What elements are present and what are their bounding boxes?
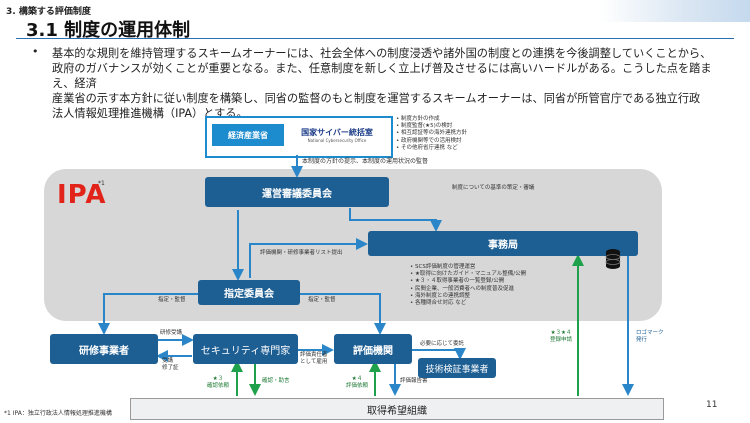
arrow-designate-evaluator [300, 293, 386, 335]
ministry-task: 相互認証等の海外連携方針 [396, 130, 467, 137]
ministry-task: 制度監督(★5)の検討 [396, 123, 467, 130]
section-label: 3. 構築する評価制度 [6, 7, 91, 17]
applicant-bar: 取得希望組織 [130, 398, 664, 420]
council-note: 制度についての基準の策定・審議 [452, 185, 535, 191]
list-submit-label: 評価機関・研修事業者リスト提出 [260, 250, 343, 256]
bullet-line: 産業省の示す本方針に従い制度を構築し、同省の監督のもと制度を運営するスキームオー… [52, 92, 701, 105]
verifier-label: 技術検証事業者 [425, 364, 489, 375]
register-request-label: ★３★４ 登録申請 [550, 330, 573, 343]
designation-node: 指定委員会 [198, 280, 300, 305]
designation-label: 指定委員会 [224, 289, 274, 300]
bullet-line: 政府のガバナンスが効くことが重要となる。また、任意制度を新しく立上げ普及させるに… [52, 62, 712, 90]
bullet-icon: • [32, 45, 39, 58]
secretariat-task: ★取得に向けたガイド・マニュアル整備/公開 [410, 271, 526, 278]
eval-report-label: 評価報告書 [400, 378, 428, 384]
verifier-node: 技術検証事業者 [418, 358, 496, 378]
eval-resp-label: 評価責任者 として雇用 [300, 352, 328, 365]
secretariat-task: ★３・４取得事業者の一覧登録/公開 [410, 278, 526, 285]
arrow-council-to-secretariat [349, 208, 442, 232]
eval-request-label: ★４ 評価依頼 [346, 376, 369, 389]
secretariat-task: 民間企業、一般消費者への制度普及促進 [410, 286, 526, 293]
meti-logo: 経済産業省 [212, 124, 284, 146]
evaluator-label: 評価機関 [353, 345, 393, 357]
training-done-label: 受講 修了証 [162, 358, 179, 371]
secretariat-task: 海外制度との連携調整 [410, 293, 526, 300]
logo-issue-label: ロゴマーク 発行 [636, 330, 664, 343]
ministry-task-list: 制度方針の作成 制度監督(★5)の検討 相互認証等の海外連携方針 政府機関等での… [396, 116, 467, 152]
bullet-line: 法人情報処理推進機構（IPA）とする。 [52, 107, 248, 120]
nisc-label: 国家サイバー統括室 [301, 128, 373, 137]
nisc-sub-label: National Cybersecurity Office [307, 138, 367, 143]
title-divider [16, 38, 734, 39]
secretariat-task-list: SCS評価制度の管理運営 ★取得に向けたガイド・マニュアル整備/公開 ★３・４取… [410, 264, 526, 307]
ipa-logo: IPA [57, 180, 107, 210]
council-label: 運営審議委員会 [262, 188, 332, 200]
training-node: 研修事業者 [50, 334, 158, 364]
bullet-line: 基本的な規則を維持管理するスキームオーナーには、社会全体への制度浸透や諸外国の制… [52, 47, 712, 60]
bullet-paragraph: 基本的な規則を維持管理するスキームオーナーには、社会全体への制度浸透や諸外国の制… [52, 46, 712, 121]
on-demand-label: 必要に応じて委託 [420, 341, 465, 347]
secretariat-task: SCS評価制度の管理運営 [410, 264, 526, 271]
secretariat-node: 事務局 [368, 231, 638, 256]
arrow-list-submit [249, 238, 368, 278]
nisc-logo: 国家サイバー統括室 National Cybersecurity Office [292, 124, 382, 146]
arrow-on-demand [412, 348, 466, 360]
training-label: 研修事業者 [79, 345, 129, 357]
specialist-node: セキュリティ専門家 [193, 334, 298, 364]
meti-label: 経済産業省 [228, 130, 268, 140]
database-icon [605, 248, 621, 270]
ministry-task: 政府機関等での活用検討 [396, 138, 467, 145]
specialist-label: セキュリティ専門家 [200, 345, 291, 357]
training-attend-label: 研修受講 [160, 330, 183, 336]
council-node: 運営審議委員会 [205, 177, 389, 207]
designate-left-label: 指定・監督 [158, 297, 186, 303]
policy-label: 本制度の方針の提示、本制度の運用状況の監督 [302, 158, 429, 165]
page-title: 3.1 制度の運用体制 [26, 20, 191, 41]
designate-right-label: 指定・監督 [308, 297, 336, 303]
confirm-advice-label: 確認・助言 [262, 378, 290, 384]
ministry-task: 制度方針の作成 [396, 116, 467, 123]
title-decoration [600, 0, 750, 22]
page-number: 11 [706, 400, 718, 410]
confirm-request-label: ★３ 確認依頼 [207, 376, 230, 389]
ipa-footnote-marker: *1 [98, 180, 105, 187]
applicant-label: 取得希望組織 [367, 405, 427, 417]
evaluator-node: 評価機関 [334, 334, 412, 364]
secretariat-task: 各種問合せ対応 など [410, 300, 526, 307]
arrow-designate-training [98, 293, 198, 335]
ministry-task: その他府省庁連携 など [396, 145, 467, 152]
secretariat-label: 事務局 [488, 240, 518, 251]
footnote: *1 IPA：独立行政法人情報処理推進機構 [4, 410, 112, 417]
